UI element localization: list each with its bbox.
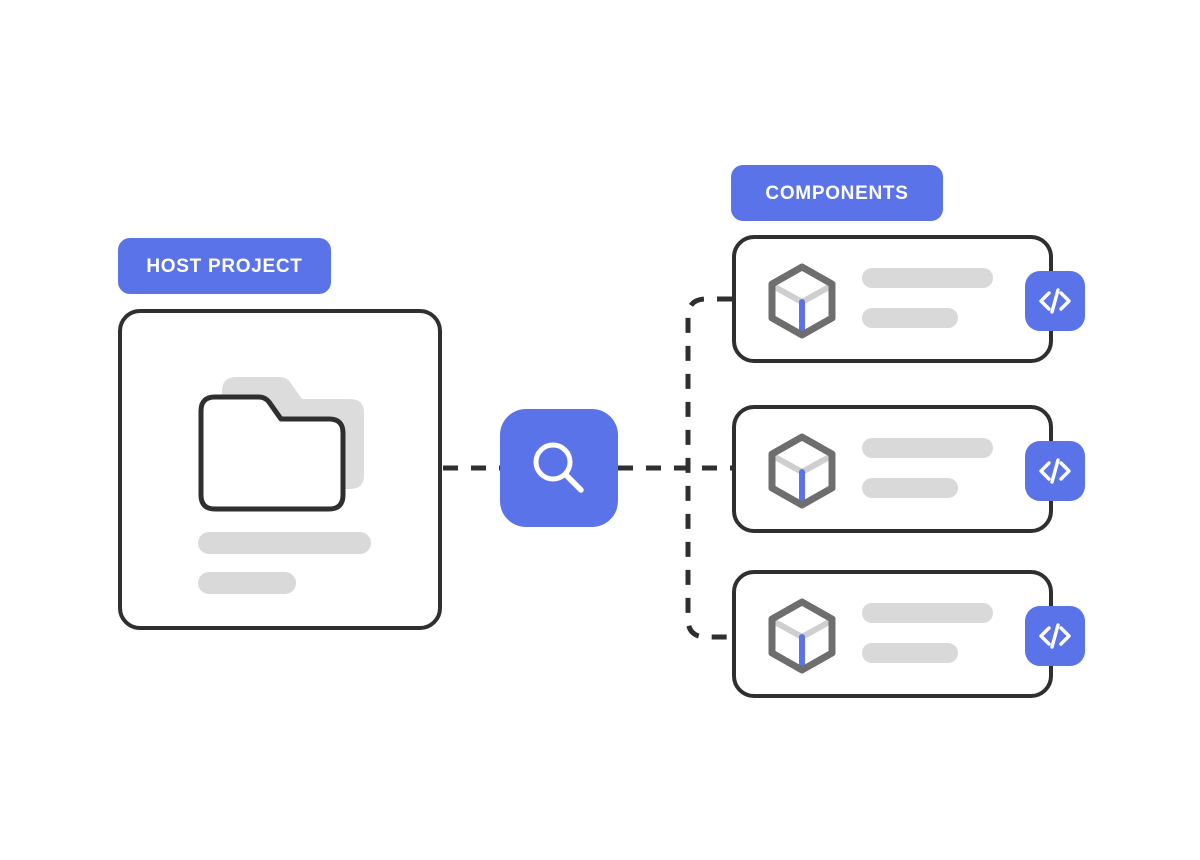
folder-icon: [198, 377, 364, 512]
component-placeholder-bar-1: [862, 438, 993, 458]
search-icon-lens: [533, 442, 573, 482]
component-placeholder-bar-1: [862, 268, 993, 288]
code-icon-slash: [1050, 623, 1060, 649]
component-card[interactable]: [732, 235, 1085, 363]
code-icon: [1039, 458, 1071, 484]
cube-icon-hexagon-outline: [768, 263, 836, 339]
host-project-badge[interactable]: HOST PROJECT: [118, 238, 331, 294]
cube-icon-hexagon-outline: [768, 433, 836, 509]
code-icon-right-angle: [1059, 626, 1071, 646]
code-icon: [1039, 623, 1071, 649]
code-badge-button[interactable]: [1025, 606, 1085, 666]
code-icon-slash: [1050, 458, 1060, 484]
component-placeholder-bar-2: [862, 478, 958, 498]
code-badge-button[interactable]: [1025, 271, 1085, 331]
search-icon-handle: [562, 471, 584, 493]
cube-icon: [768, 433, 836, 509]
component-card[interactable]: [732, 405, 1085, 533]
host-project-badge-label: HOST PROJECT: [146, 255, 303, 277]
code-badge-button[interactable]: [1025, 441, 1085, 501]
component-placeholder-bar-2: [862, 308, 958, 328]
host-placeholder-bar-1: [198, 532, 371, 554]
components-badge-label: COMPONENTS: [765, 182, 909, 204]
components-badge[interactable]: COMPONENTS: [731, 165, 943, 221]
host-project-card[interactable]: [118, 309, 442, 630]
cube-icon: [768, 263, 836, 339]
code-icon: [1039, 288, 1071, 314]
code-icon-slash: [1050, 288, 1060, 314]
search-button[interactable]: [500, 409, 618, 527]
cube-icon: [768, 598, 836, 674]
code-icon-right-angle: [1059, 291, 1071, 311]
component-card[interactable]: [732, 570, 1085, 698]
folder-icon-front-shape: [198, 394, 346, 512]
component-placeholder-bar-2: [862, 643, 958, 663]
search-icon: [533, 442, 584, 493]
cube-icon-hexagon-outline: [768, 598, 836, 674]
component-placeholder-bar-1: [862, 603, 993, 623]
code-icon-left-angle: [1039, 626, 1051, 646]
code-icon-right-angle: [1059, 461, 1071, 481]
host-placeholder-bar-2: [198, 572, 296, 594]
code-icon-left-angle: [1039, 461, 1051, 481]
connector-trunk-branch: [685, 296, 732, 640]
code-icon-left-angle: [1039, 291, 1051, 311]
